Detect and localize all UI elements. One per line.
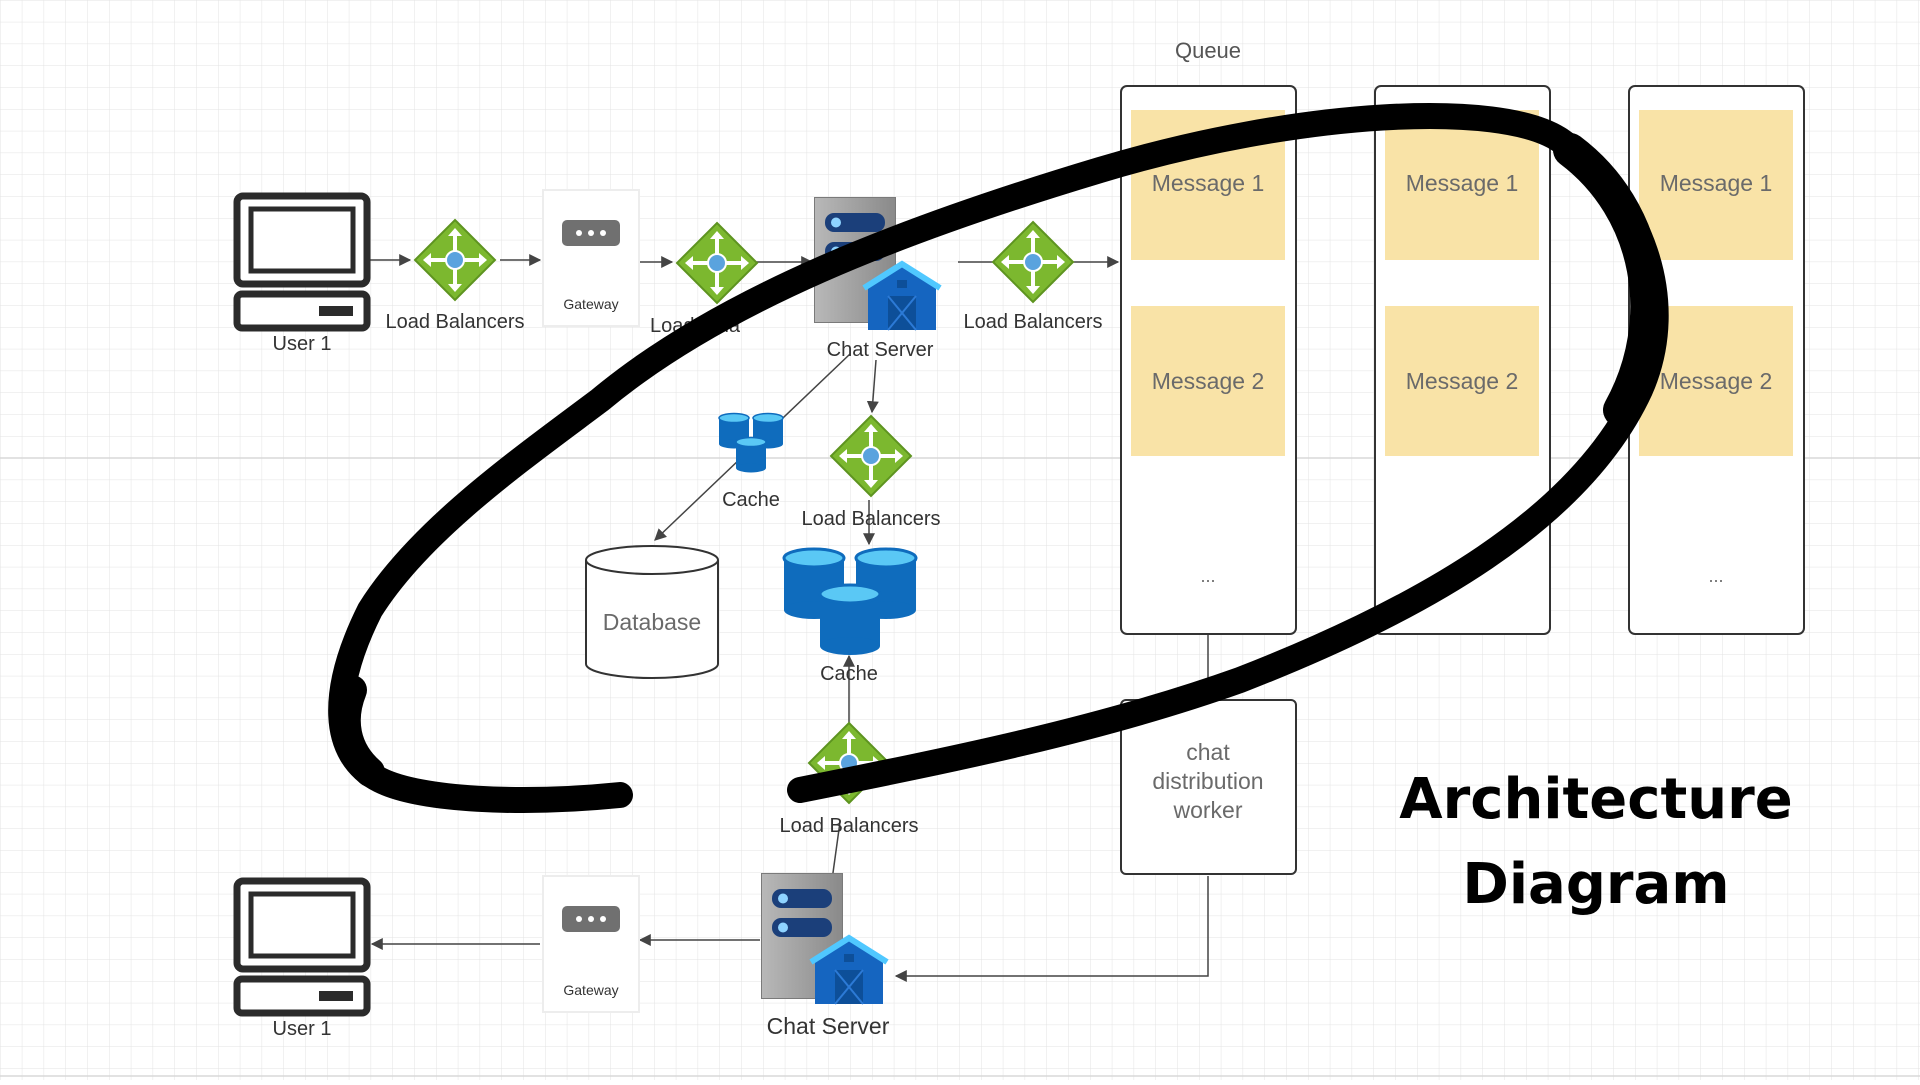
message-note <box>1131 306 1285 456</box>
worker-line-2: distribution <box>1152 768 1263 794</box>
message-2-text: Message 2 <box>1406 368 1519 394</box>
chat-distribution-worker: chat distribution worker <box>1120 699 1297 875</box>
worker-line-1: chat <box>1186 739 1230 765</box>
message-1-text: Message 1 <box>1660 170 1773 196</box>
lb5-label: Load Balancers <box>780 815 919 837</box>
queue-column: Message 1 Message 2 ... <box>1628 85 1805 635</box>
message-1-text: Message 1 <box>1152 170 1265 196</box>
ellipsis-text: ... <box>1200 566 1215 586</box>
cache-small-label: Cache <box>722 489 780 511</box>
cache-large-label: Cache <box>820 663 878 685</box>
lb3-label: Load Balancers <box>964 311 1103 333</box>
bottom-user-label: User 1 <box>273 1018 332 1040</box>
queue-column: Message 1 Message 2 ... <box>1374 85 1551 635</box>
title-line-2: Diagram <box>1462 852 1729 917</box>
computer-icon <box>237 881 367 1013</box>
message-note <box>1639 110 1793 260</box>
database-label: Database <box>603 609 701 635</box>
message-1-text: Message 1 <box>1406 170 1519 196</box>
message-2-text: Message 2 <box>1152 368 1265 394</box>
message-note <box>1385 306 1539 456</box>
connectors <box>368 254 1214 982</box>
title-line-1: Architecture <box>1399 767 1792 832</box>
top-user-label: User 1 <box>273 333 332 355</box>
message-2-text: Message 2 <box>1660 368 1773 394</box>
gateway-top-label: Gateway <box>563 296 618 312</box>
lb1-label: Load Balancers <box>386 311 525 333</box>
database-icon <box>585 545 719 679</box>
queue-label: Queue <box>1175 38 1241 63</box>
lb4-label: Load Balancers <box>802 508 941 530</box>
ellipsis-text: ... <box>1708 566 1723 586</box>
computer-icon <box>237 196 367 328</box>
chat-server-top-label: Chat Server <box>827 339 934 361</box>
chat-server-bottom-label: Chat Server <box>767 1013 890 1039</box>
worker-line-3: worker <box>1172 797 1242 823</box>
gateway-bottom-label: Gateway <box>563 982 618 998</box>
